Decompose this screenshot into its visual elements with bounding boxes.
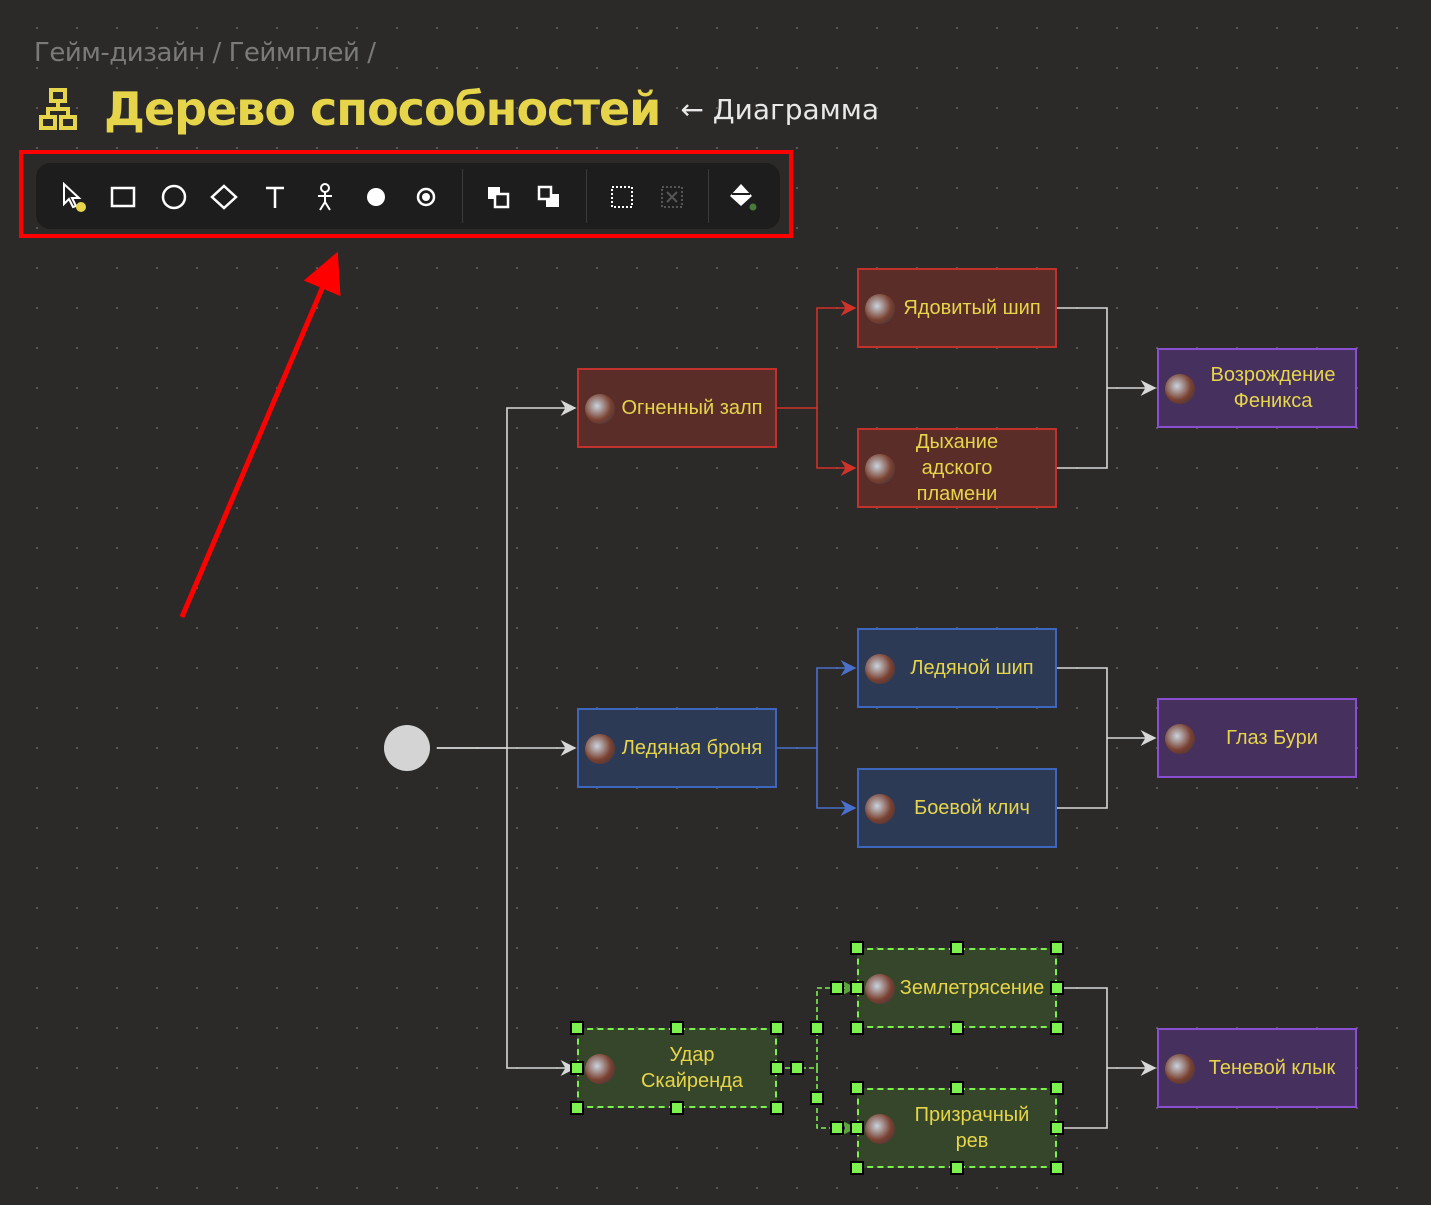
select-area-icon[interactable] [606, 181, 638, 213]
node-skyrend-strike[interactable]: Удар Скайренда [577, 1028, 777, 1108]
end-node-tool-icon[interactable] [410, 181, 442, 213]
ability-avatar-icon [1165, 1054, 1195, 1084]
ability-avatar-icon [865, 794, 895, 824]
ability-avatar-icon [1165, 724, 1195, 754]
resize-handle[interactable] [1050, 1161, 1064, 1175]
resize-handle[interactable] [810, 1021, 824, 1035]
annotation-arrow [179, 251, 341, 618]
breadcrumb[interactable]: Гейм-дизайн / Геймплей / [34, 38, 376, 68]
resize-handle[interactable] [570, 1061, 584, 1075]
resize-handle[interactable] [670, 1021, 684, 1035]
resize-handle[interactable] [950, 1021, 964, 1035]
node-label: Дыхание адского пламени [915, 431, 999, 505]
ability-avatar-icon [865, 1114, 895, 1144]
diagram-icon [39, 88, 77, 130]
start-node[interactable] [384, 725, 430, 771]
toolbar-divider [586, 169, 587, 223]
node-earthquake[interactable]: Землетрясение [857, 948, 1057, 1028]
resize-handle[interactable] [1050, 981, 1064, 995]
node-label: Ледяной шип [910, 657, 1034, 679]
toolbar-divider [462, 169, 463, 223]
resize-handle[interactable] [810, 1091, 824, 1105]
resize-handle[interactable] [850, 1121, 864, 1135]
start-node-tool-icon[interactable] [360, 181, 392, 213]
resize-handle[interactable] [1050, 1081, 1064, 1095]
node-label: Возрождение Феникса [1210, 364, 1336, 412]
deselect-icon[interactable] [656, 181, 688, 213]
resize-handle[interactable] [570, 1101, 584, 1115]
node-ice-spike[interactable]: Ледяной шип [857, 628, 1057, 708]
node-label: Боевой клич [914, 797, 1030, 819]
edge-start-fire [437, 400, 577, 749]
resize-handle[interactable] [850, 1081, 864, 1095]
resize-handle[interactable] [770, 1061, 784, 1075]
node-label: Теневой клык [1208, 1057, 1336, 1079]
resize-handle[interactable] [950, 941, 964, 955]
send-backward-icon[interactable] [533, 181, 565, 213]
node-label: Глаз Бури [1226, 727, 1318, 749]
node-phoenix-rebirth[interactable]: Возрождение Феникса [1157, 348, 1357, 428]
resize-handle[interactable] [850, 981, 864, 995]
ability-avatar-icon [865, 974, 895, 1004]
resize-handle[interactable] [770, 1101, 784, 1115]
ability-avatar-icon [585, 394, 615, 424]
node-hellfire-breath[interactable]: Дыхание адского пламени [857, 428, 1057, 508]
page-title: Дерево способностей [104, 82, 661, 136]
node-fire-volley[interactable]: Огненный залп [577, 368, 777, 448]
resize-handle[interactable] [570, 1021, 584, 1035]
node-storm-eye[interactable]: Глаз Бури [1157, 698, 1357, 778]
node-poison-spike[interactable]: Ядовитый шип [857, 268, 1057, 348]
node-label: Призрачный рев [914, 1104, 1030, 1152]
highlight-box [19, 150, 793, 238]
diagram-type-label: ← Диаграмма [680, 92, 880, 126]
diamond-tool-icon[interactable] [208, 181, 240, 213]
edge-start-skyrend [506, 748, 577, 1076]
resize-handle[interactable] [790, 1061, 804, 1075]
ability-avatar-icon [865, 454, 895, 484]
page-header: Дерево способностей ← Диаграмма [38, 82, 879, 136]
node-label: Ледяная броня [621, 737, 763, 759]
resize-handle[interactable] [950, 1161, 964, 1175]
toolbar-divider [708, 169, 709, 223]
resize-handle[interactable] [830, 1121, 844, 1135]
ability-avatar-icon [1165, 374, 1195, 404]
resize-handle[interactable] [770, 1021, 784, 1035]
diagram-toolbar [36, 163, 780, 229]
node-battle-cry[interactable]: Боевой клич [857, 768, 1057, 848]
node-label: Землетрясение [899, 977, 1045, 999]
fill-color-icon[interactable] [727, 181, 759, 213]
node-ghost-roar[interactable]: Призрачный рев [857, 1088, 1057, 1168]
select-tool-icon[interactable] [58, 181, 90, 213]
resize-handle[interactable] [1050, 941, 1064, 955]
actor-tool-icon[interactable] [309, 181, 341, 213]
bring-forward-icon[interactable] [482, 181, 514, 213]
ability-avatar-icon [865, 654, 895, 684]
resize-handle[interactable] [670, 1101, 684, 1115]
node-label: Огненный залп [621, 397, 763, 419]
circle-tool-icon[interactable] [158, 181, 190, 213]
text-tool-icon[interactable] [259, 181, 291, 213]
resize-handle[interactable] [850, 941, 864, 955]
node-shadow-fang[interactable]: Теневой клык [1157, 1028, 1357, 1108]
ability-avatar-icon [585, 1054, 615, 1084]
node-label: Удар Скайренда [640, 1044, 743, 1092]
ability-avatar-icon [585, 734, 615, 764]
node-ice-armor[interactable]: Ледяная броня [577, 708, 777, 788]
resize-handle[interactable] [950, 1081, 964, 1095]
rectangle-tool-icon[interactable] [107, 181, 139, 213]
resize-handle[interactable] [850, 1021, 864, 1035]
resize-handle[interactable] [850, 1161, 864, 1175]
resize-handle[interactable] [1050, 1021, 1064, 1035]
node-label: Ядовитый шип [903, 297, 1041, 319]
resize-handle[interactable] [1050, 1121, 1064, 1135]
ability-avatar-icon [865, 294, 895, 324]
resize-handle[interactable] [830, 981, 844, 995]
